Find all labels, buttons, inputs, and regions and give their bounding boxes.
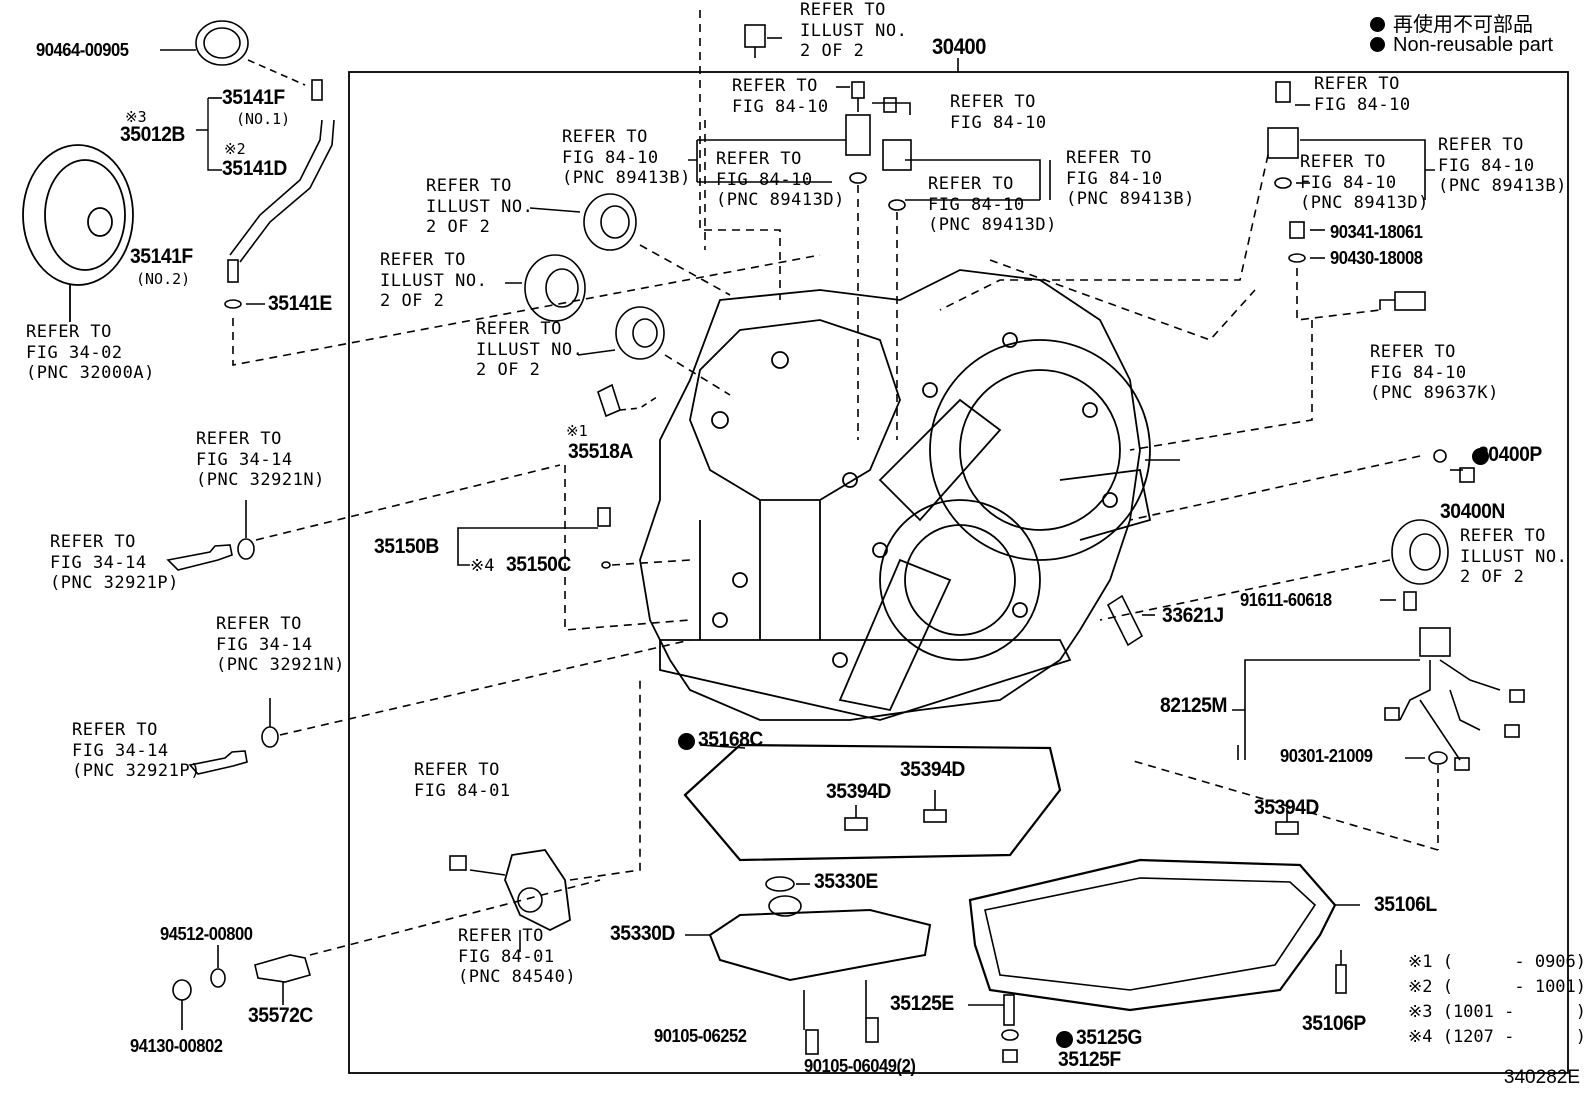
note-mark-3: ※3 <box>125 108 147 126</box>
part-35141F-no2[interactable]: 35141F <box>130 245 193 268</box>
part-35394D-b[interactable]: 35394D <box>900 758 965 781</box>
part-91611-60618[interactable]: 91611-60618 <box>1240 590 1332 610</box>
part-90464-00905[interactable]: 90464-00905 <box>36 40 129 60</box>
part-90301-21009[interactable]: 90301-21009 <box>1280 746 1373 766</box>
part-35125E[interactable]: 35125E <box>890 992 954 1015</box>
part-90105-06049[interactable]: 90105-06049(2) <box>804 1056 916 1076</box>
illustration-id: 340282E <box>1503 1067 1580 1088</box>
part-35150B[interactable]: 35150B <box>374 535 439 558</box>
part-30400P[interactable]: 30400P <box>1478 443 1542 466</box>
non-reusable-marker-35168C <box>678 732 695 755</box>
oil-strainer <box>708 908 932 982</box>
footnote-1: ※1 ( - 0906) <box>1408 952 1587 972</box>
non-reusable-marker-35125G <box>1056 1030 1073 1053</box>
legend-non-reusable-cn: 再使用不可部品 <box>1370 8 1533 37</box>
footnote-2: ※2 ( - 1001) <box>1408 977 1587 997</box>
part-35106L[interactable]: 35106L <box>1374 893 1437 916</box>
part-35125G[interactable]: 35125G <box>1076 1026 1142 1049</box>
wire-harness <box>1384 627 1525 771</box>
part-35330D[interactable]: 35330D <box>610 922 675 945</box>
neutral-start-switch <box>504 849 571 932</box>
legend-non-reusable-en: Non-reusable part <box>1370 34 1553 57</box>
part-35141F-no2-sub: (NO.2) <box>136 270 191 288</box>
part-35141F-no1[interactable]: 35141F <box>222 86 285 109</box>
part-82125M[interactable]: 82125M <box>1160 694 1228 717</box>
note-mark-2: ※2 <box>224 140 246 158</box>
part-35150C[interactable]: 35150C <box>506 553 571 576</box>
part-35106P[interactable]: 35106P <box>1302 1012 1366 1035</box>
part-90430-18008[interactable]: 90430-18008 <box>1330 248 1423 268</box>
part-90341-18061[interactable]: 90341-18061 <box>1330 222 1423 242</box>
part-35394D-c[interactable]: 35394D <box>1254 796 1319 819</box>
non-reusable-dot-icon <box>1472 448 1489 465</box>
footnote-3: ※3 (1001 - ) <box>1408 1002 1587 1022</box>
part-35168C[interactable]: 35168C <box>698 728 763 751</box>
oil-pan-gasket <box>683 743 1062 862</box>
part-35572C[interactable]: 35572C <box>248 1004 313 1027</box>
part-35141F-no1-sub: (NO.1) <box>236 110 291 128</box>
part-94512-00800[interactable]: 94512-00800 <box>160 924 253 944</box>
part-33621J[interactable]: 33621J <box>1162 604 1224 627</box>
non-reusable-dot-icon <box>1370 37 1385 52</box>
part-35394D-a[interactable]: 35394D <box>826 780 891 803</box>
note-mark-1: ※1 <box>566 422 588 440</box>
oil-seals <box>524 193 665 360</box>
non-reusable-marker-30400P <box>1472 447 1489 470</box>
part-35012B[interactable]: 35012B <box>120 123 185 146</box>
part-35125F[interactable]: 35125F <box>1058 1048 1121 1071</box>
assembly-part-number[interactable]: 30400 <box>932 34 986 59</box>
non-reusable-dot-icon <box>1056 1031 1073 1048</box>
note-mark-4: ※4 <box>470 556 495 576</box>
part-94130-00802[interactable]: 94130-00802 <box>130 1036 223 1056</box>
part-35141E[interactable]: 35141E <box>268 292 332 315</box>
non-reusable-dot-icon <box>678 733 695 750</box>
breather-hose <box>160 20 335 309</box>
speed-sensors <box>744 24 1426 311</box>
part-35141D[interactable]: 35141D <box>222 157 287 180</box>
oil-pan <box>968 858 1337 1012</box>
part-30400N[interactable]: 30400N <box>1440 500 1505 523</box>
torque-converter <box>22 144 134 322</box>
transaxle-case <box>639 269 1152 721</box>
non-reusable-dot-icon <box>1370 17 1385 32</box>
footnote-4: ※4 (1207 - ) <box>1408 1027 1587 1047</box>
part-35330E[interactable]: 35330E <box>814 870 878 893</box>
part-90105-06252[interactable]: 90105-06252 <box>654 1026 747 1046</box>
part-35518A[interactable]: 35518A <box>568 440 633 463</box>
